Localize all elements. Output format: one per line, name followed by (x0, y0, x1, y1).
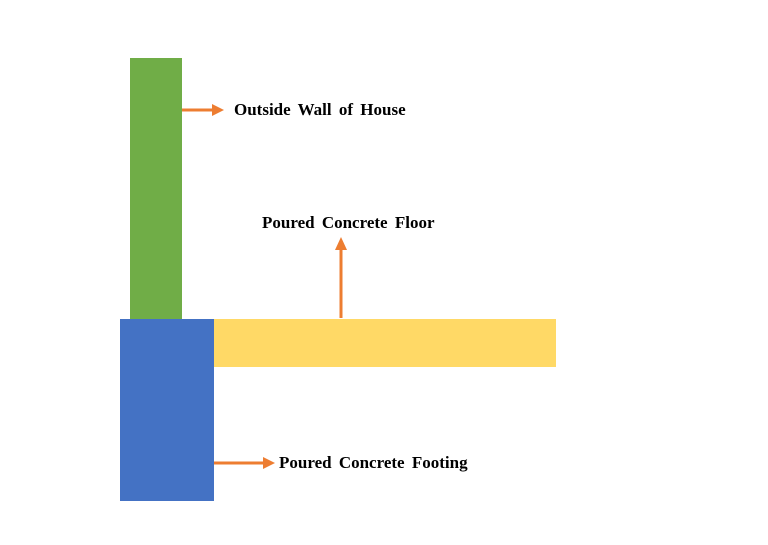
wall-arrow-icon (182, 104, 224, 116)
footing-label: Poured Concrete Footing (279, 453, 468, 472)
outside-wall-label: Outside Wall of House (234, 100, 406, 119)
floor-label: Poured Concrete Floor (262, 213, 435, 232)
footing-arrow-icon (214, 457, 275, 469)
footing-block (120, 319, 214, 501)
outside-wall-block (130, 58, 182, 320)
floor-arrow-icon (335, 237, 347, 318)
floor-block (214, 319, 556, 367)
